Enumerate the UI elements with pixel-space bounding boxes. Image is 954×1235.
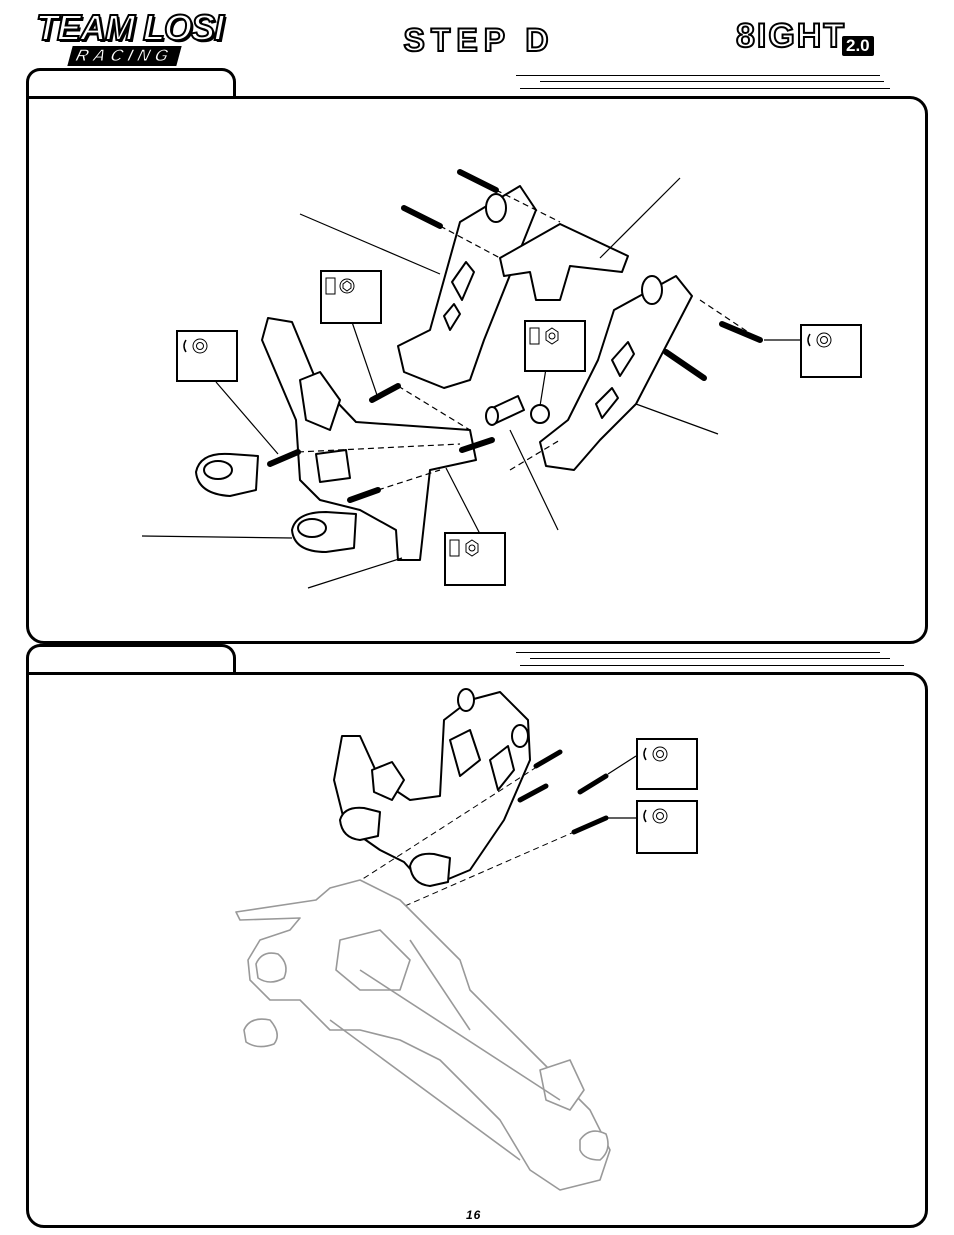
chassis-rear-assembly	[236, 880, 610, 1190]
washer-icon	[638, 802, 696, 852]
hardware-callout-washer-4	[636, 800, 698, 854]
hardware-callout-washer-3	[636, 738, 698, 790]
washer-icon	[638, 740, 696, 788]
page-number: 16	[466, 1208, 481, 1222]
